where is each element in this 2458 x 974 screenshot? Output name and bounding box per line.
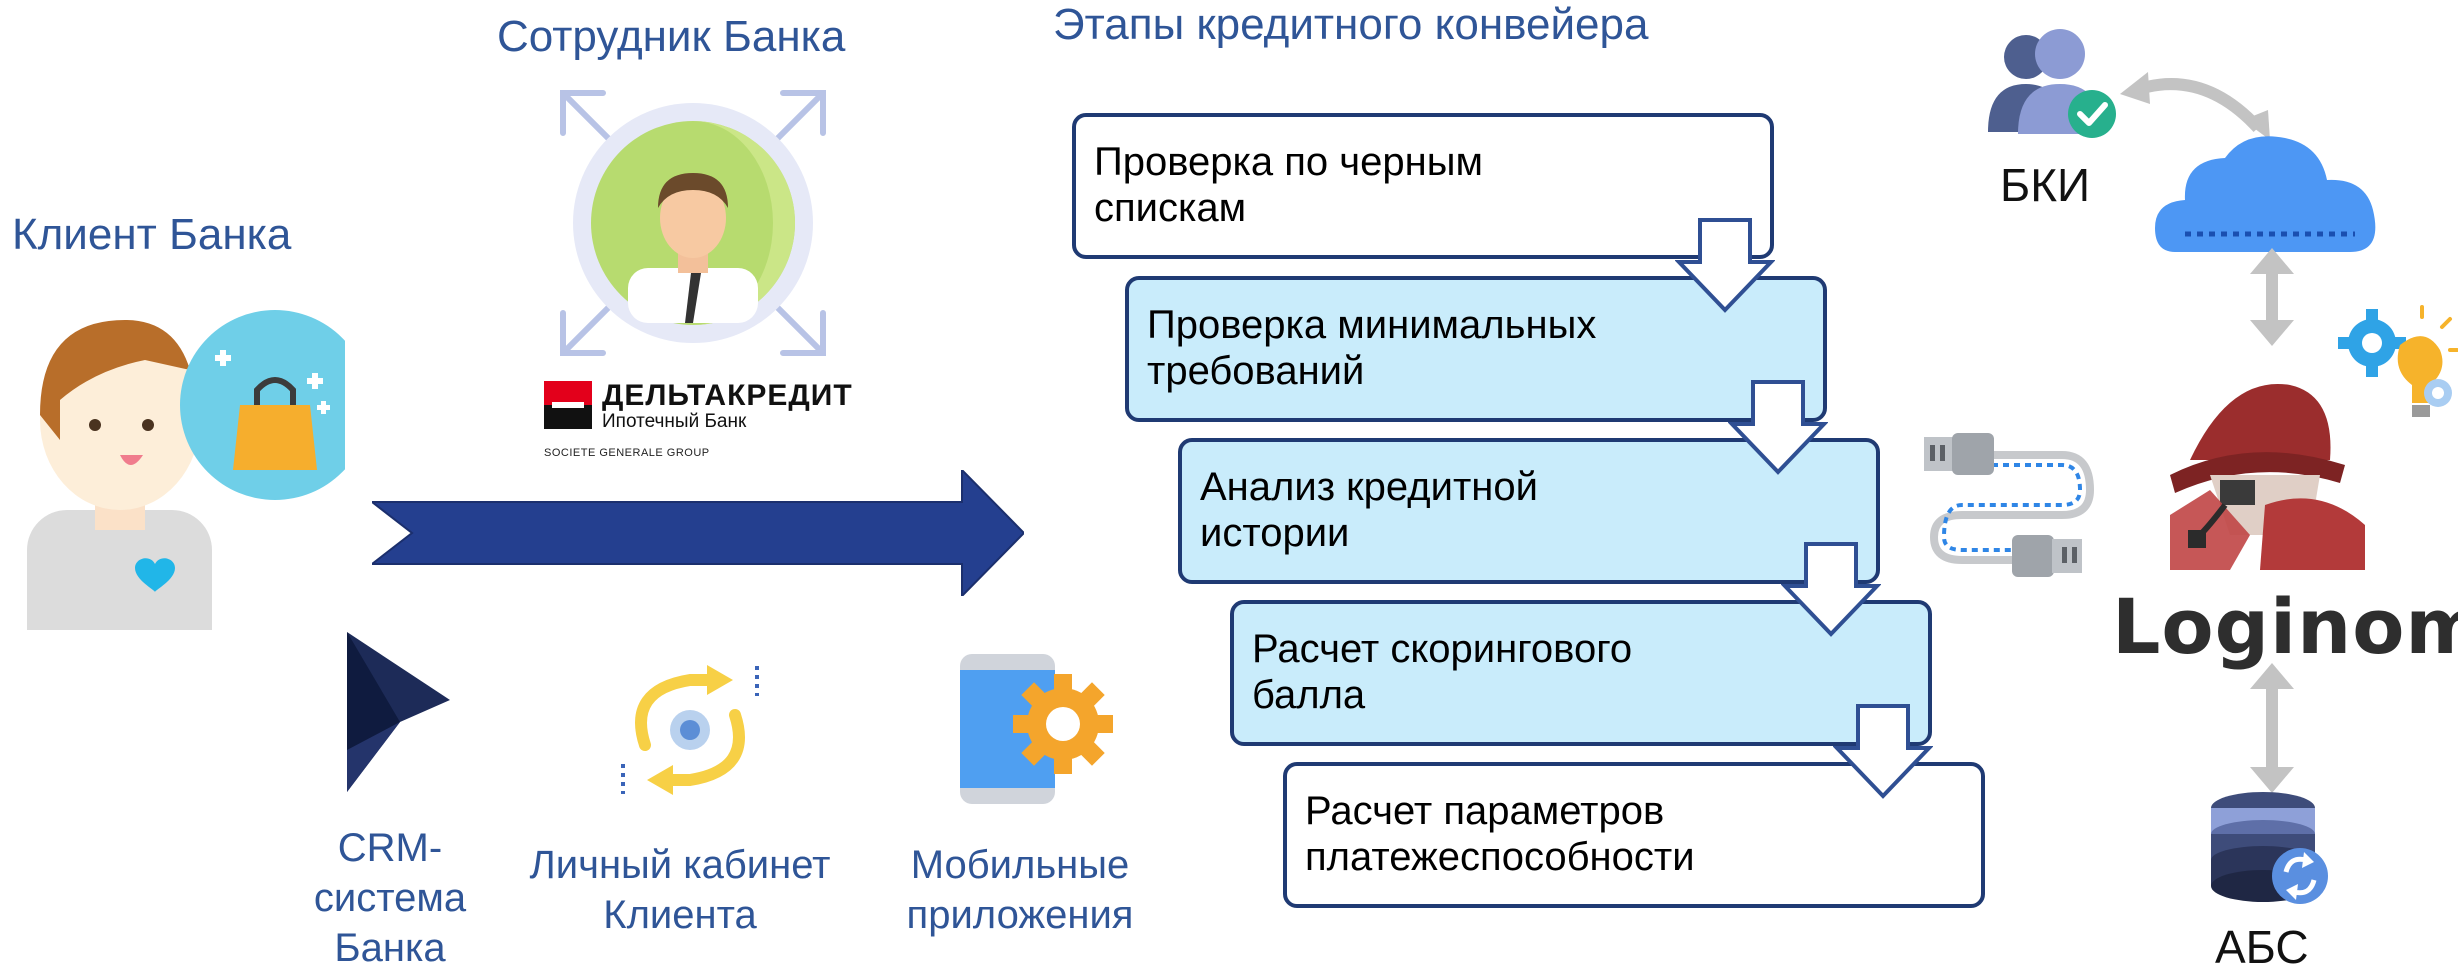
stage-arrow-1 [1675, 218, 1775, 313]
idea-gears-icon [2330, 305, 2458, 425]
deltakredit-logo: ДЕЛЬТАКРЕДИТ Ипотечный Банк SOCIETE GENE… [544, 379, 884, 461]
stage-blacklist-check: Проверка по черным спискам [1072, 113, 1774, 259]
conveyor-heading: Этапы кредитного конвейера [1053, 0, 1649, 49]
stage-scoring: Расчет скорингового балла [1230, 600, 1932, 746]
loginom-detective-icon [2170, 365, 2370, 570]
flow-arrow [372, 470, 1024, 596]
bki-cloud-arrow [2118, 58, 2278, 143]
channel-label-mobile-apps: Мобильные приложения [906, 843, 1134, 937]
cloud-loginom-arrow [2250, 248, 2294, 346]
usb-connection-icon [1922, 425, 2097, 585]
mobile-app-gear-icon [958, 652, 1113, 807]
dynamics-crm-icon [345, 630, 455, 795]
client-avatar-icon [25, 310, 345, 630]
stage-arrow-2 [1728, 380, 1828, 475]
channel-label-personal-account: Личный кабинет Клиента [529, 843, 831, 937]
bki-label: БКИ [2000, 159, 2091, 211]
client-heading: Клиент Банка [12, 210, 292, 259]
stage-arrow-4 [1833, 704, 1933, 799]
stage-arrow-3 [1781, 542, 1881, 637]
loginom-abs-arrow [2250, 663, 2294, 793]
bki-users-icon [1988, 22, 2118, 142]
stage-solvency: Расчет параметров платежеспособности [1283, 762, 1985, 908]
employee-heading: Сотрудник Банка [497, 12, 846, 61]
cloud-icon [2155, 130, 2385, 255]
logo-group-name: SOCIETE GENERALE GROUP [544, 447, 710, 459]
stage-minimum-requirements: Проверка минимальных требований [1125, 276, 1827, 422]
logo-brand-name: ДЕЛЬТАКРЕДИТ [602, 379, 853, 412]
abs-label: АБС [2215, 921, 2309, 973]
stage-credit-history: Анализ кредитной истории [1178, 438, 1880, 584]
abs-database-icon [2208, 790, 2338, 908]
personal-account-sync-icon [615, 660, 765, 800]
logo-brand-subtitle: Ипотечный Банк [602, 411, 747, 432]
loginom-logo: Loginom [2112, 582, 2458, 671]
channel-label-crm: CRM- система Банка [313, 826, 467, 970]
employee-avatar-icon [548, 78, 838, 368]
